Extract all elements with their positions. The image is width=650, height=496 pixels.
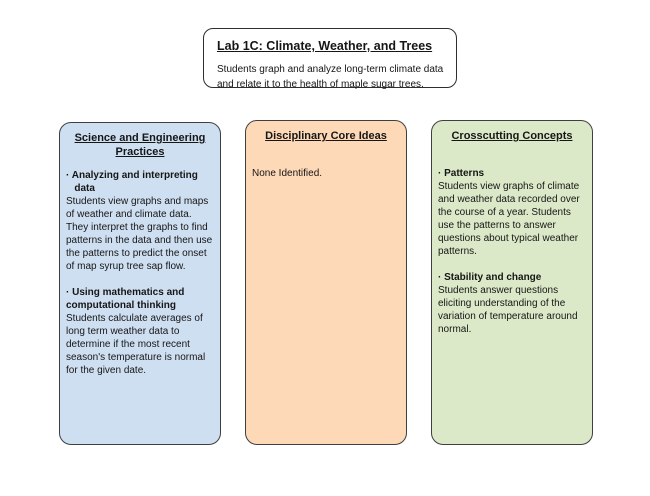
column-body-crosscutting-concepts: · Patterns Students view graphs of clima…	[438, 167, 588, 336]
lesson-title-box: Lab 1C: Climate, Weather, and Trees Stud…	[203, 28, 457, 90]
practice-1-description: Students view graphs and maps of weather…	[66, 196, 213, 272]
core-ideas-text: None Identified.	[252, 168, 323, 179]
column-disciplinary-core-ideas: Disciplinary Core Ideas None Identified.	[245, 120, 407, 445]
practice-2-heading: · Using mathematics and computational th…	[66, 287, 185, 311]
column-body-disciplinary-core-ideas: None Identified.	[252, 167, 402, 180]
column-body-science-engineering-practices: · Analyzing and interpreting data Studen…	[66, 169, 216, 377]
lesson-description: Students graph and analyze long-term cli…	[217, 64, 444, 90]
column-header-science-engineering-practices: Science and Engineering Practices	[74, 132, 206, 158]
practice-2-description: Students calculate averages of long term…	[66, 313, 206, 376]
concept-2-heading: · Stability and change	[438, 272, 542, 283]
concept-1-heading: · Patterns	[438, 168, 485, 179]
concept-1-description: Students view graphs of climate and weat…	[438, 181, 580, 257]
column-header-crosscutting-concepts: Crosscutting Concepts	[451, 130, 573, 142]
column-crosscutting-concepts: Crosscutting Concepts · Patterns Student…	[431, 120, 593, 445]
concept-2-description: Students answer questions eliciting unde…	[438, 285, 578, 335]
column-header-disciplinary-core-ideas: Disciplinary Core Ideas	[265, 130, 387, 142]
column-science-engineering-practices: Science and Engineering Practices · Anal…	[59, 122, 221, 445]
lesson-title: Lab 1C: Climate, Weather, and Trees	[217, 39, 433, 53]
practice-1-heading: · Analyzing and interpreting data	[66, 170, 198, 194]
